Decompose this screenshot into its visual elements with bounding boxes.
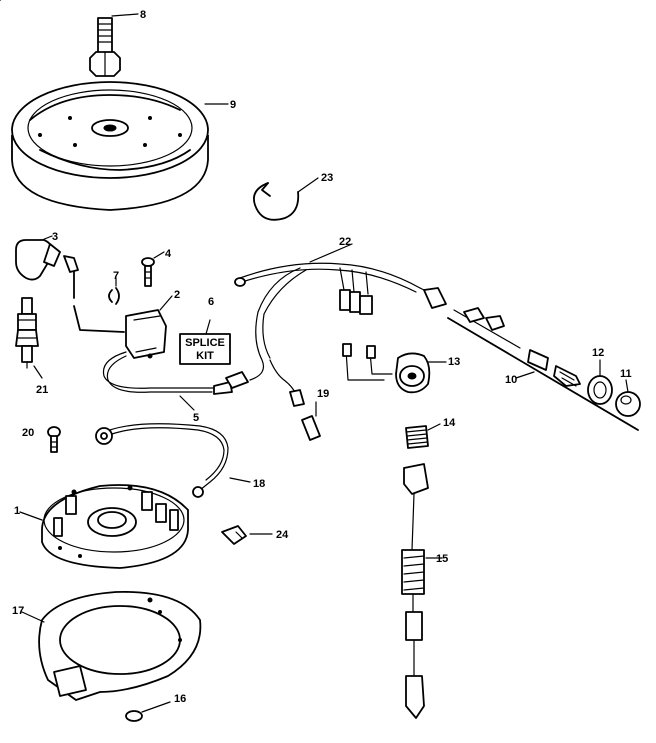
callout-1: 1: [14, 505, 20, 517]
clamp-part: [108, 277, 120, 305]
splice-kit-box: [179, 319, 231, 365]
callout-24: 24: [276, 529, 289, 541]
callout-8: 8: [140, 9, 146, 21]
callout-5: 5: [193, 412, 199, 424]
small-clip-part: [221, 525, 273, 545]
callout-10: 10: [505, 374, 517, 386]
lanyard-part: [401, 463, 443, 719]
stator-part: [19, 484, 189, 569]
callout-20: 20: [22, 427, 34, 439]
stator-wire-part: [102, 351, 233, 411]
flywheel-part: [11, 81, 229, 211]
stator-plate-part: [21, 591, 202, 701]
spark-plug-part: [15, 297, 43, 379]
splice-kit-line2: KIT: [196, 350, 214, 362]
callout-21: 21: [36, 384, 48, 396]
callout-22: 22: [339, 236, 351, 248]
callout-7: 7: [113, 270, 119, 282]
ignition-coil-part: [73, 295, 173, 359]
callout-12: 12: [592, 347, 604, 359]
small-pin-part: [125, 701, 171, 722]
callout-16: 16: [174, 693, 186, 705]
flywheel-bolt-part: [89, 13, 139, 77]
screw-part: [141, 251, 165, 287]
callout-9: 9: [230, 99, 236, 111]
spark-plug-boot-part: [0, 0, 61, 281]
callout-13: 13: [448, 356, 460, 368]
retainer-clip-part: [253, 177, 319, 221]
cap-part: [615, 379, 641, 417]
callout-4: 4: [165, 248, 172, 260]
emergency-stop-cable-part: [447, 307, 639, 431]
wire-harness-part: [225, 243, 447, 407]
callout-17: 17: [12, 605, 24, 617]
callout-6: 6: [208, 296, 214, 308]
spring-part: [405, 423, 441, 449]
callout-23: 23: [321, 172, 333, 184]
callout-11: 11: [620, 368, 632, 380]
callout-18: 18: [253, 478, 265, 490]
terminal-part: [301, 401, 321, 441]
ground-wire-part: [95, 423, 251, 498]
small-screw-part: [47, 426, 61, 453]
ring-nut-part: [587, 359, 613, 405]
boot-wire-part: [63, 255, 79, 299]
callout-19: 19: [317, 388, 329, 400]
splice-kit-line1: SPLICE: [185, 337, 225, 349]
callout-14: 14: [443, 417, 456, 429]
callout-2: 2: [174, 289, 180, 301]
callout-15: 15: [436, 553, 448, 565]
stop-switch-part: [342, 343, 447, 394]
callout-3: 3: [52, 231, 58, 243]
